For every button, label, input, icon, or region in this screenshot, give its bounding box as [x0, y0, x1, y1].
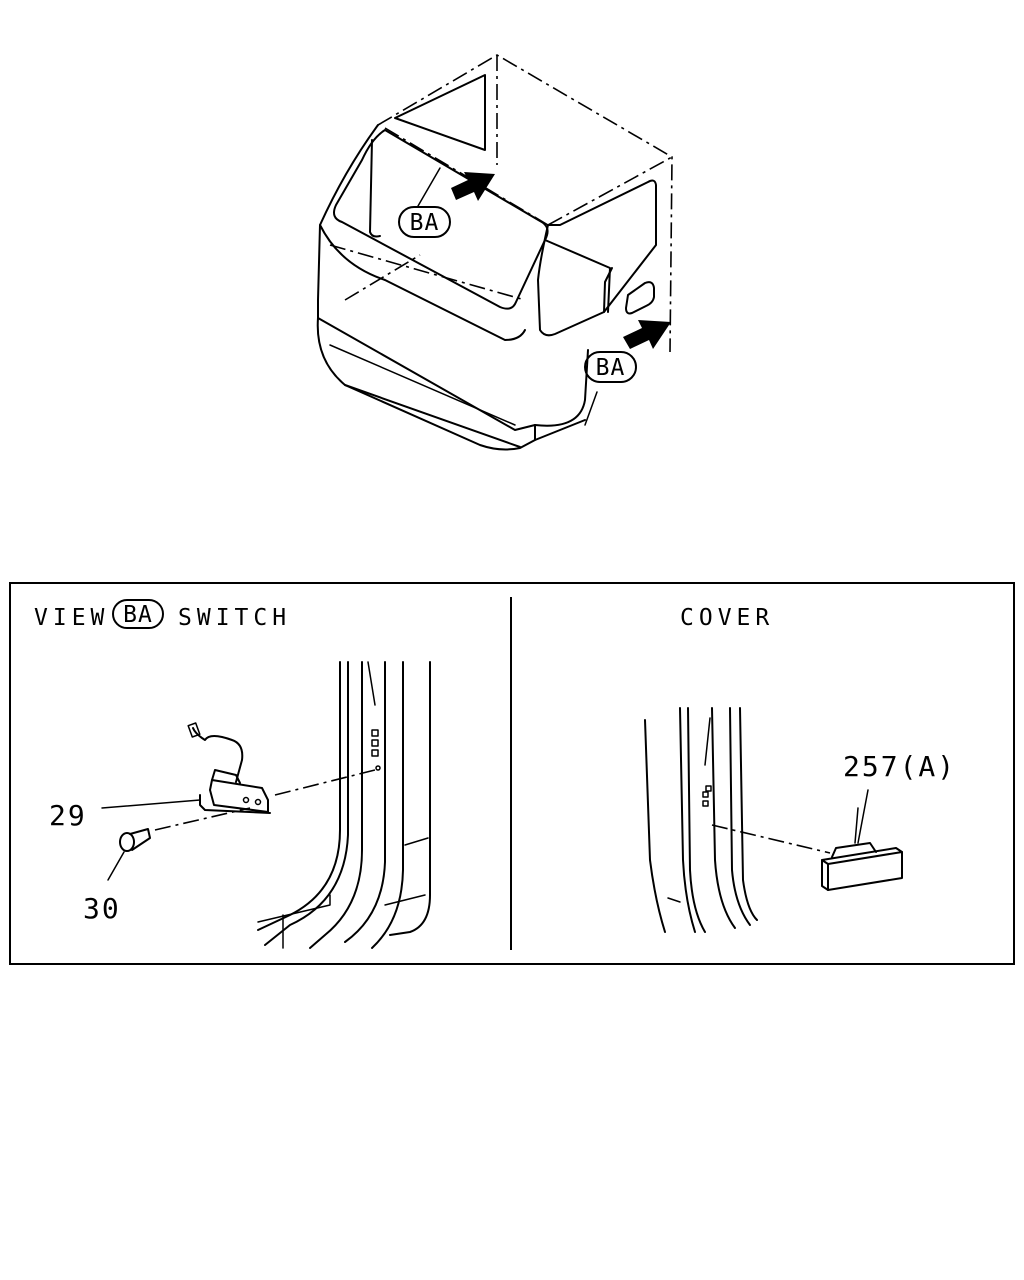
panel-left-heading: VIEW BA SWITCH — [34, 599, 291, 631]
detail-frame — [9, 582, 1015, 965]
switch-pillar-illustration — [154, 661, 431, 949]
label-30: 30 — [83, 892, 121, 925]
callout-ba-upper-label: BA — [410, 210, 440, 236]
cover-title: COVER — [680, 605, 774, 631]
view-arrow-upper — [451, 172, 495, 201]
label-29: 29 — [49, 799, 87, 832]
view-arrow-lower — [623, 320, 671, 349]
view-tag: BA — [123, 602, 153, 628]
screw-part — [119, 828, 151, 852]
callout-ba-upper: BA — [398, 167, 451, 238]
callout-ba-lower: BA — [584, 351, 637, 426]
truck-cab-illustration: BA BA — [316, 54, 673, 451]
cover-pillar-illustration — [644, 707, 831, 933]
switch-title: SWITCH — [178, 605, 291, 631]
cover-part — [821, 807, 903, 891]
view-word: VIEW — [34, 605, 109, 631]
callout-ba-lower-label: BA — [596, 355, 626, 381]
label-257a: 257(A) — [843, 750, 956, 783]
